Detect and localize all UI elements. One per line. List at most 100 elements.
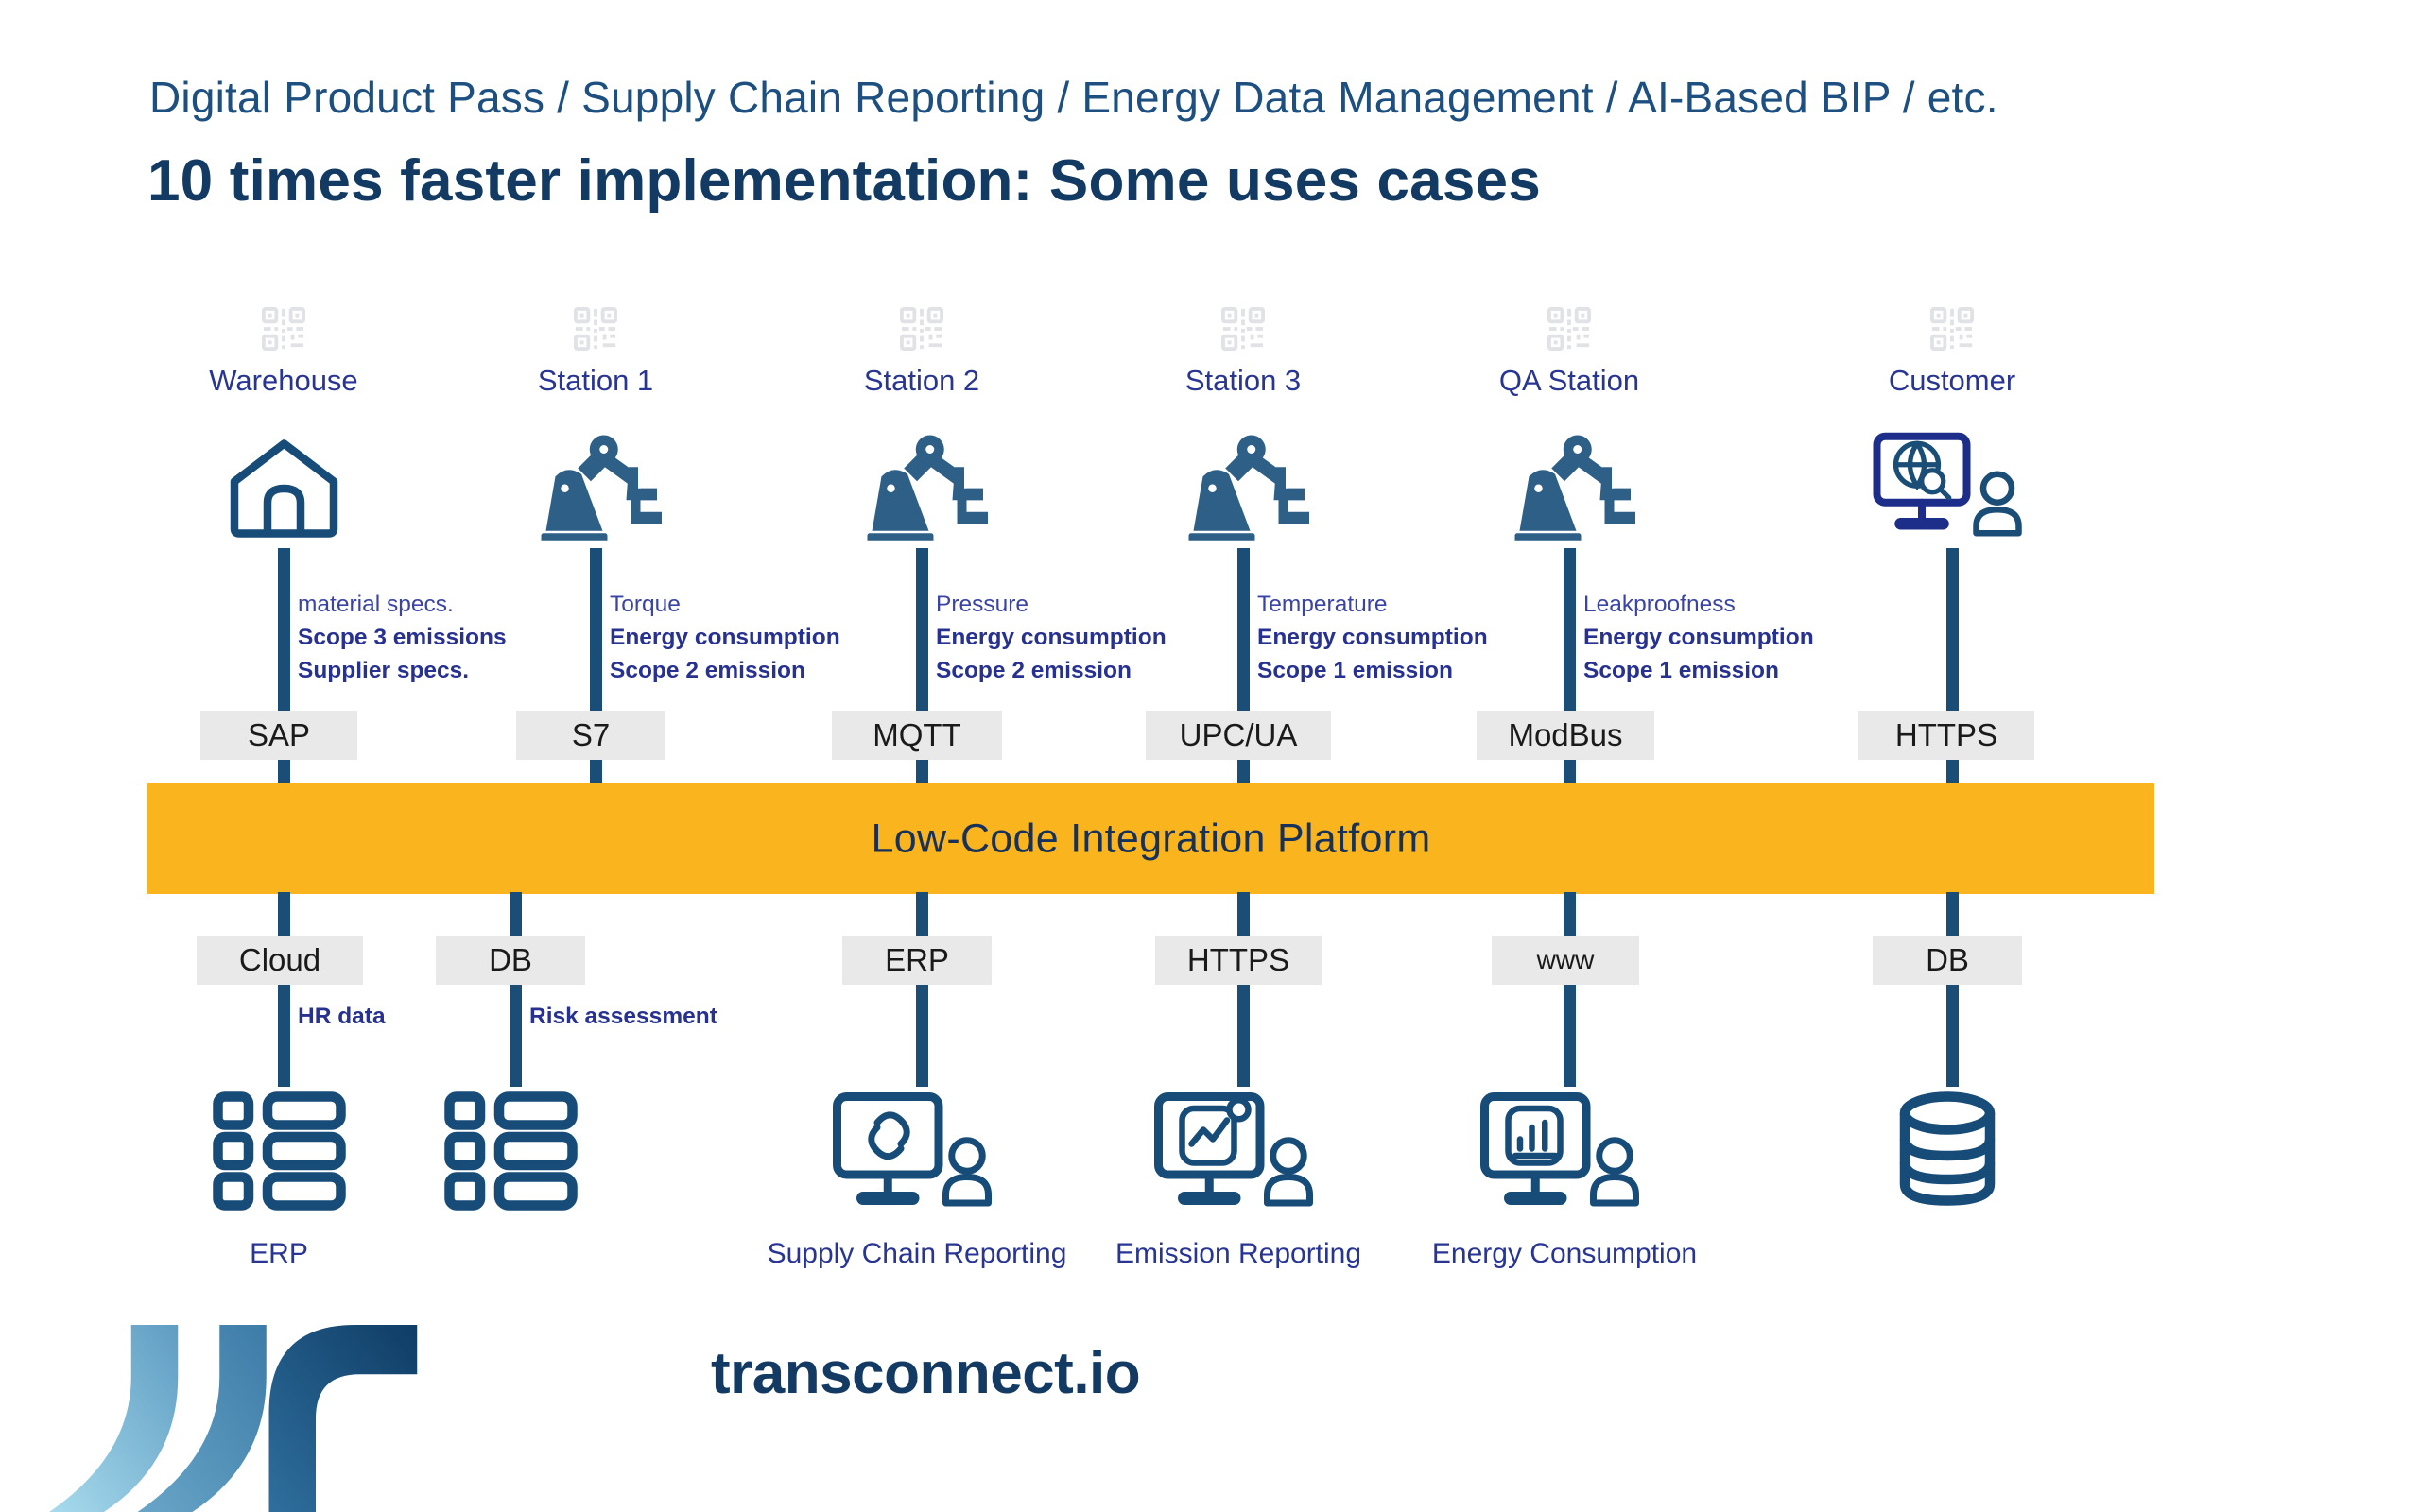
annotation-line: Energy consumption [936,624,1167,650]
source-label: Customer [1888,364,2016,397]
footer-wordmark: transconnect.io [711,1341,1141,1406]
annotation-station-3: Temperature Energy consumption Scope 1 e… [1257,589,1488,687]
annotation-line: Scope 1 emission [1583,657,1779,683]
connector-line-erp-out [278,892,290,936]
annotation-line: material specs. [298,592,454,617]
connector-line-database-down [1946,985,1959,1087]
protocol-chip-https-top[interactable]: HTTPS [1858,711,2034,760]
source-node-qa-station: QA Station [1418,307,1720,541]
protocol-chip-https-bottom[interactable]: HTTPS [1155,936,1322,985]
connector-stub-warehouse [278,760,290,786]
annotation-line: Temperature [1257,592,1388,617]
connector-line-station3-top [1237,548,1250,711]
annotation-risk-assessment: Risk assessment [529,1004,717,1029]
qr-code-icon [444,307,747,355]
annotation-line: Leakproofness [1583,592,1736,617]
connector-line-scr-out [916,892,928,936]
connector-stub-station3 [1237,760,1250,786]
annotation-line: Scope 2 emission [936,657,1132,683]
annotation-line: Supplier specs. [298,657,470,683]
connector-line-scr-down [916,985,928,1087]
robot-arm-icon [444,418,747,541]
target-node-energy-consumption: Energy Consumption [1385,1085,1744,1270]
robot-arm-icon [770,418,1073,541]
target-node-supply-chain-reporting: Supply Chain Reporting [737,1085,1097,1270]
target-node-erp: ERP [99,1085,458,1270]
source-node-station-2: Station 2 [770,307,1073,541]
protocol-chip-s7[interactable]: S7 [516,711,666,760]
protocol-chip-mqtt[interactable]: MQTT [832,711,1002,760]
connector-line-emission-down [1237,985,1250,1087]
connector-line-station1-top [590,548,602,711]
connector-line-warehouse-top [278,548,290,711]
connector-stub-customer [1946,760,1959,786]
annotation-line: Pressure [936,592,1029,617]
annotation-line: Energy consumption [1257,624,1488,650]
source-label: QA Station [1498,364,1640,397]
annotation-line: Energy consumption [610,624,840,650]
protocol-chip-upc-ua[interactable]: UPC/UA [1146,711,1331,760]
connector-stub-station2 [916,760,928,786]
source-label: Station 3 [1184,364,1302,397]
annotation-line: Scope 2 emission [610,657,805,683]
annotation-station-1: Torque Energy consumption Scope 2 emissi… [610,589,840,687]
qr-code-icon [770,307,1073,355]
annotation-line: Scope 3 emissions [298,624,507,650]
connector-line-energy-down [1564,985,1576,1087]
erp-list-icon [99,1085,458,1217]
monitor-link-user-icon [737,1085,1097,1217]
connector-stub-station1 [590,760,602,786]
protocol-chip-modbus[interactable]: ModBus [1477,711,1654,760]
monitor-globe-search-user-icon [1801,418,2103,541]
source-label: Station 2 [863,364,980,397]
connector-line-db-out [510,892,522,936]
erp-list-icon [331,1085,690,1217]
annotation-hr-data: HR data [298,1004,386,1029]
source-label: Station 1 [537,364,654,397]
robot-arm-icon [1092,418,1394,541]
protocol-chip-sap[interactable]: SAP [200,711,357,760]
annotation-line: Scope 1 emission [1257,657,1453,683]
page-title: 10 times faster implementation: Some use… [147,148,1541,214]
source-node-station-1: Station 1 [444,307,747,541]
database-cylinder-icon [1768,1085,2127,1217]
annotation-qa-station: Leakproofness Energy consumption Scope 1… [1583,589,1814,687]
monitor-chart-user-icon [1059,1085,1418,1217]
annotation-line: Torque [610,592,681,617]
connector-line-energy-out [1564,892,1576,936]
protocol-chip-erp[interactable]: ERP [842,936,992,985]
target-label: Supply Chain Reporting [767,1238,1067,1269]
platform-bar-label: Low-Code Integration Platform [871,816,1431,861]
target-node-database [1768,1085,2127,1238]
monitor-bars-user-icon [1385,1085,1744,1217]
connector-line-db-down [510,985,522,1087]
source-node-station-3: Station 3 [1092,307,1394,541]
protocol-chip-www[interactable]: www [1492,936,1639,985]
target-label: ERP [250,1238,308,1269]
qr-code-icon [132,307,435,355]
source-label: Warehouse [209,364,358,397]
low-code-integration-platform-bar[interactable]: Low-Code Integration Platform [147,783,2154,894]
warehouse-icon [132,418,435,541]
annotation-warehouse: material specs. Scope 3 emissions Suppli… [298,589,507,687]
connector-line-erp-down [278,985,290,1087]
connector-line-qa-top [1564,548,1576,711]
target-node-emission-reporting: Emission Reporting [1059,1085,1418,1270]
qr-code-icon [1092,307,1394,355]
source-node-warehouse: Warehouse [132,307,435,541]
target-node-risk [331,1085,690,1238]
annotation-station-2: Pressure Energy consumption Scope 2 emis… [936,589,1167,687]
qr-code-icon [1801,307,2103,355]
protocol-chip-cloud[interactable]: Cloud [197,936,363,985]
protocol-chip-db-left[interactable]: DB [436,936,585,985]
connector-line-emission-out [1237,892,1250,936]
annotation-line: Energy consumption [1583,624,1814,650]
protocol-chip-db-right[interactable]: DB [1873,936,2022,985]
transconnect-swoosh-logo [45,1312,669,1512]
target-label: Energy Consumption [1431,1238,1698,1269]
connector-line-station2-top [916,548,928,711]
connector-stub-qa [1564,760,1576,786]
page-kicker: Digital Product Pass / Supply Chain Repo… [149,73,1998,122]
qr-code-icon [1418,307,1720,355]
